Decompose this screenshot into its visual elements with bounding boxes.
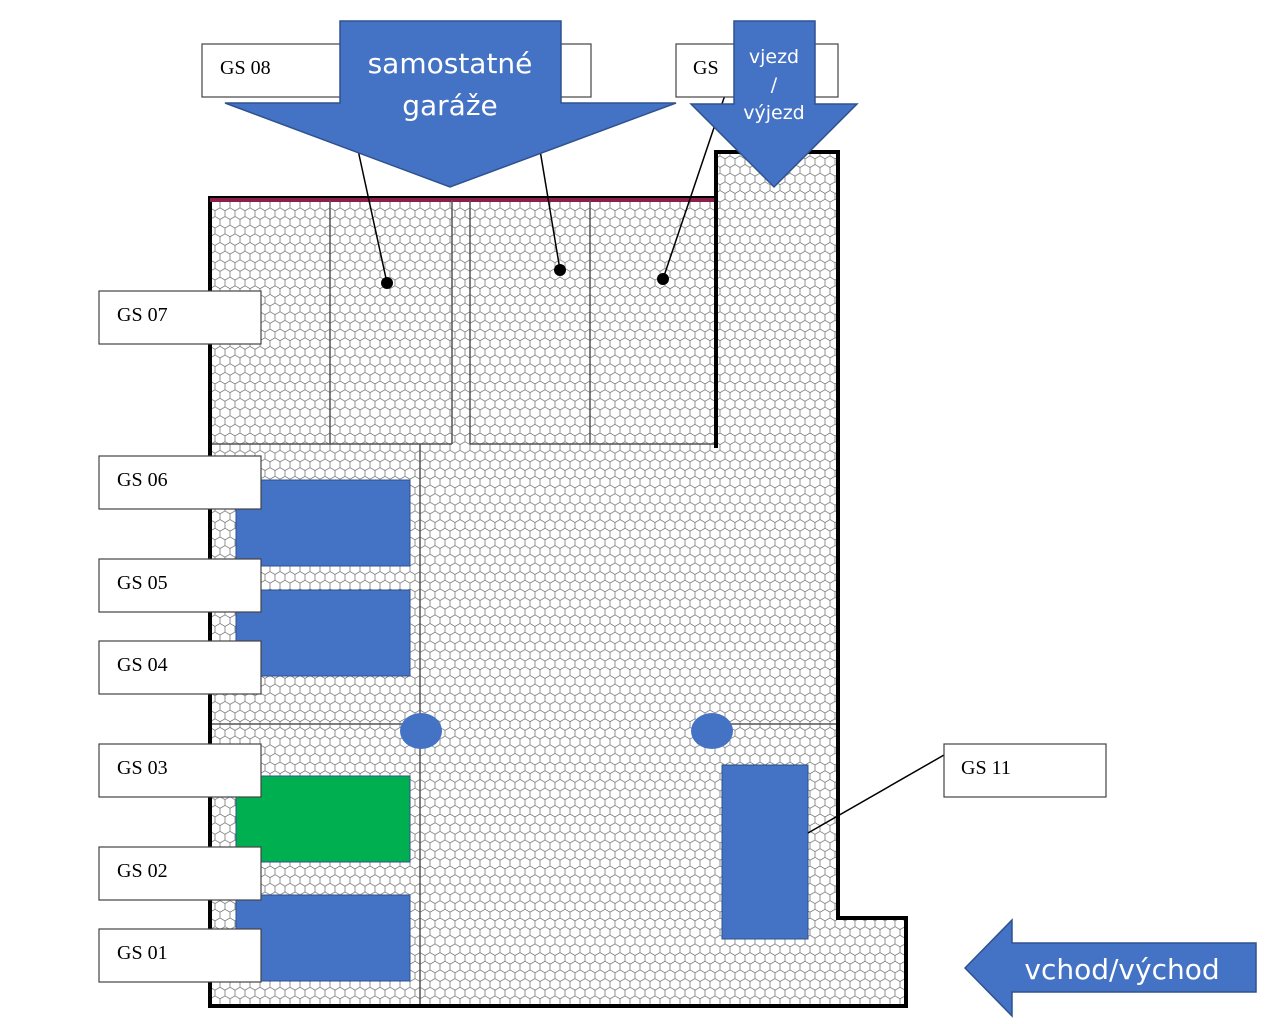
walkway-arrow-label: vchod/východ <box>1024 953 1219 986</box>
garage-partitions <box>212 200 836 1004</box>
parking-space-gs05-gs04[interactable] <box>235 589 411 677</box>
wall-accent <box>210 198 716 202</box>
pillar-left <box>400 713 442 749</box>
label-gs05-text: GS 05 <box>117 572 168 594</box>
marker-dot <box>554 264 566 276</box>
label-gs01-text: GS 01 <box>117 942 168 964</box>
label-gs-top-right-text: GS <box>693 57 719 79</box>
entry-arrow-line1: vjezd <box>749 46 799 68</box>
label-gs04-text: GS 04 <box>117 654 168 676</box>
pillar-right <box>691 713 733 749</box>
marker-dot <box>657 273 669 285</box>
entry-arrow-line3: výjezd <box>743 102 805 124</box>
entry-arrow-line2: / <box>771 74 778 96</box>
label-gs06: GS 06 <box>98 455 262 510</box>
label-gs11-text: GS 11 <box>961 757 1011 779</box>
label-gs02: GS 02 <box>98 846 262 901</box>
label-gs08-text: GS 08 <box>220 57 271 79</box>
parking-space-gs11[interactable] <box>721 764 809 940</box>
label-gs03: GS 03 <box>98 743 262 798</box>
label-gs11: GS 11 <box>943 743 1107 798</box>
entry-exit-arrow: vjezd / výjezd <box>689 20 859 189</box>
parking-space-gs06[interactable] <box>235 479 411 567</box>
parking-space-gs01[interactable] <box>235 894 411 982</box>
label-gs07-text: GS 07 <box>117 304 168 326</box>
label-gs07: GS 07 <box>98 290 262 345</box>
marker-dot <box>381 277 393 289</box>
label-gs01: GS 01 <box>98 928 262 983</box>
garages-arrow-line1: samostatné <box>368 47 533 80</box>
garages-arrow: samostatné garáže <box>224 20 677 188</box>
label-gs02-text: GS 02 <box>117 860 168 882</box>
garages-arrow-line2: garáže <box>402 89 498 122</box>
parking-space-gs03[interactable] <box>235 775 411 863</box>
label-gs06-text: GS 06 <box>117 469 168 491</box>
label-gs05: GS 05 <box>98 558 262 613</box>
label-gs04: GS 04 <box>98 640 262 695</box>
walkway-arrow: vchod/východ <box>963 918 1257 1018</box>
label-gs03-text: GS 03 <box>117 757 168 779</box>
